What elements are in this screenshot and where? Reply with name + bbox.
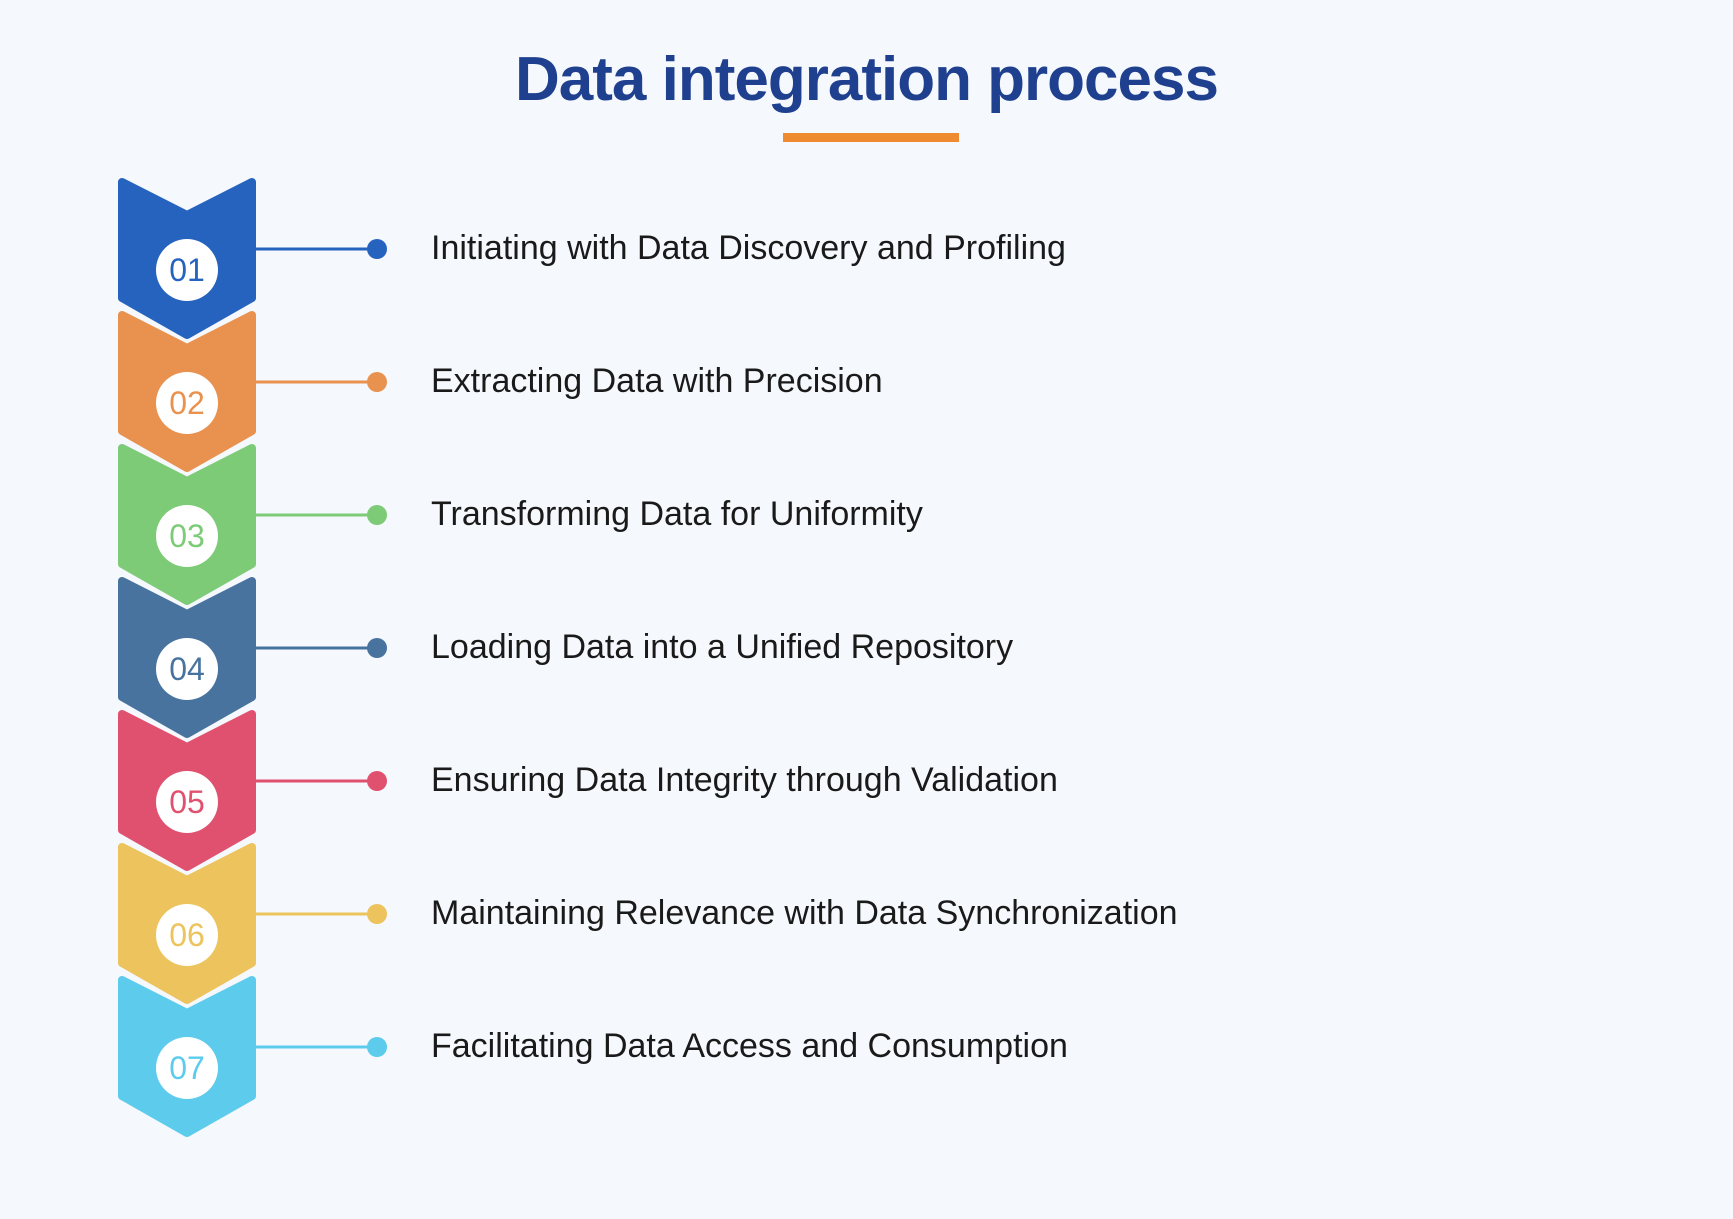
- page-title: Data integration process: [515, 45, 1219, 114]
- step-number: 02: [169, 385, 205, 421]
- number-circle: [156, 505, 218, 567]
- connector-dot: [367, 638, 387, 658]
- number-circle: [156, 239, 218, 301]
- step-label: Maintaining Relevance with Data Synchron…: [431, 894, 1178, 932]
- title-underline: [783, 133, 959, 142]
- number-circle: [156, 771, 218, 833]
- step-03: 03: [118, 444, 387, 605]
- step-number: 05: [169, 784, 205, 820]
- number-circle: [156, 638, 218, 700]
- step-04: 04: [118, 577, 387, 738]
- step-label: Transforming Data for Uniformity: [431, 495, 923, 533]
- step-number: 06: [169, 917, 205, 953]
- step-05: 05: [118, 710, 387, 871]
- step-number: 04: [169, 651, 205, 687]
- connector-dot: [367, 505, 387, 525]
- connector-dot: [367, 1037, 387, 1057]
- step-06: 06: [118, 843, 387, 1004]
- number-circle: [156, 904, 218, 966]
- step-label: Extracting Data with Precision: [431, 362, 883, 400]
- step-number: 01: [169, 252, 205, 288]
- step-02: 02: [118, 311, 387, 472]
- connector-dot: [367, 904, 387, 924]
- step-label: Initiating with Data Discovery and Profi…: [431, 229, 1066, 267]
- number-circle: [156, 1037, 218, 1099]
- step-label: Loading Data into a Unified Repository: [431, 628, 1014, 666]
- connector-dot: [367, 771, 387, 791]
- step-01: 01: [118, 178, 387, 339]
- step-label: Ensuring Data Integrity through Validati…: [431, 761, 1058, 799]
- step-number: 07: [169, 1050, 205, 1086]
- connector-dot: [367, 372, 387, 392]
- number-circle: [156, 372, 218, 434]
- step-label: Facilitating Data Access and Consumption: [431, 1027, 1068, 1065]
- connector-dot: [367, 239, 387, 259]
- step-07: 07: [118, 976, 387, 1137]
- step-number: 03: [169, 518, 205, 554]
